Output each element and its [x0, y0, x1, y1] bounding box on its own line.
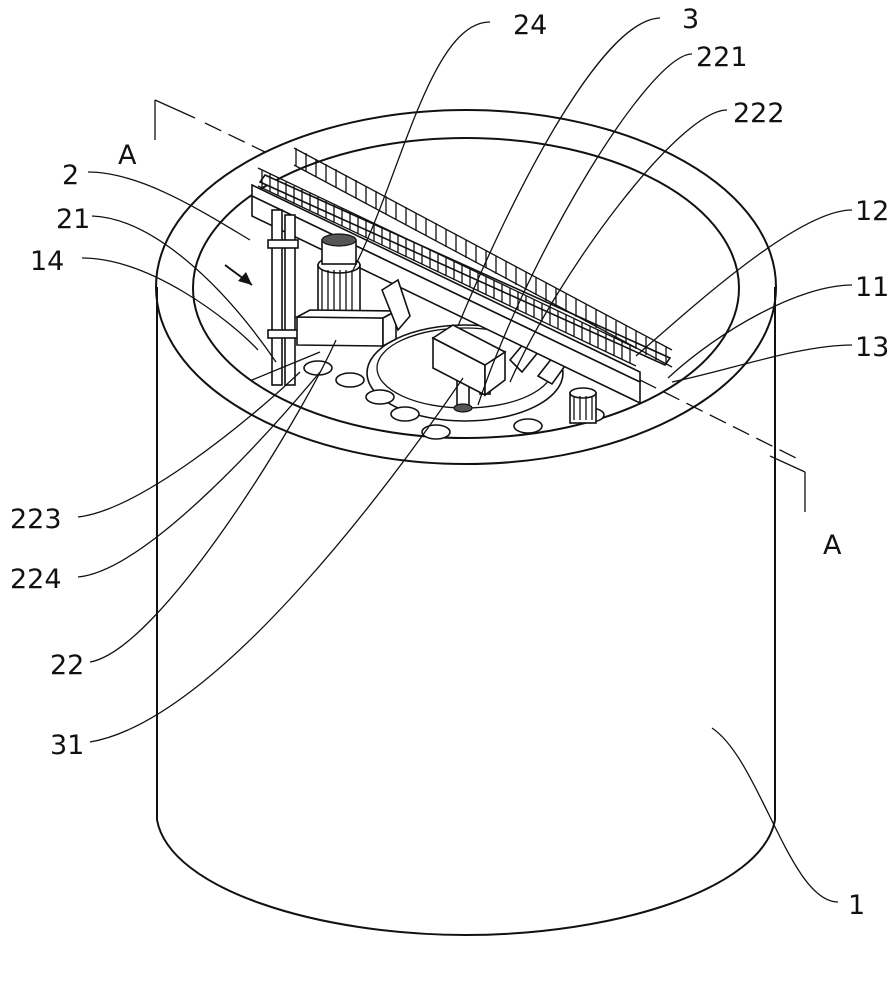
arm-box [293, 278, 411, 348]
railing-front [257, 167, 637, 367]
label-223: 223 [10, 504, 62, 535]
left-column [251, 209, 321, 386]
label-222: 222 [733, 98, 785, 129]
railing-back [293, 147, 673, 368]
label-24: 24 [513, 10, 547, 41]
motor [317, 233, 361, 314]
label-12: 12 [855, 196, 889, 227]
right-support [569, 387, 597, 424]
cylinder-body [155, 109, 777, 937]
label-31: 31 [50, 730, 84, 761]
label-a-bottom: A [823, 530, 842, 561]
label-13: 13 [855, 332, 889, 363]
label-14: 14 [30, 246, 64, 277]
label-3: 3 [682, 4, 699, 35]
label-224: 224 [10, 564, 62, 595]
leader-lines [77, 17, 853, 903]
label-11: 11 [855, 272, 889, 303]
label-1: 1 [848, 890, 865, 921]
label-221: 221 [696, 42, 748, 73]
label-21: 21 [56, 204, 90, 235]
section-line-aa [154, 99, 806, 512]
label-a-top: A [118, 140, 137, 171]
label-2: 2 [62, 160, 79, 191]
reference-labels: 24 3 221 222 A 2 21 14 12 11 13 223 224 … [10, 4, 889, 921]
arrow-2 [224, 264, 253, 286]
center-block [431, 324, 507, 397]
label-22: 22 [50, 650, 84, 681]
